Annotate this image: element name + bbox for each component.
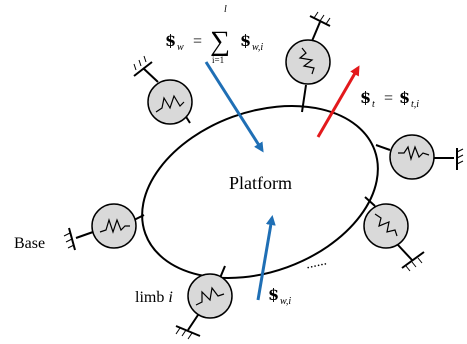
joint-icon — [363, 203, 409, 249]
svg-text:$: $ — [240, 31, 251, 50]
platform-ellipse — [141, 105, 379, 279]
twist-equation: $ t = $ t,i — [360, 88, 419, 110]
svg-text:l: l — [224, 4, 227, 15]
svg-text:i=1: i=1 — [212, 55, 224, 65]
joint-icon — [389, 134, 435, 180]
ground-icon — [456, 148, 464, 170]
wrench-total-arrow — [204, 61, 264, 153]
limb-upper-left — [133, 55, 193, 125]
svg-text:$: $ — [360, 88, 371, 107]
svg-text:$: $ — [165, 31, 176, 50]
platform-label: Platform — [229, 173, 292, 193]
limb-right — [375, 134, 464, 180]
svg-text:∑: ∑ — [210, 26, 230, 57]
ground-icon — [63, 227, 76, 251]
limb-bottom — [175, 265, 233, 340]
limb-wrench-label: $ w,i — [268, 285, 291, 307]
ground-icon — [401, 251, 425, 272]
svg-text:t: t — [372, 99, 375, 110]
ground-icon — [175, 325, 201, 340]
ground-icon — [133, 55, 153, 77]
limb-top-right — [285, 11, 331, 113]
joint-icon — [187, 273, 233, 319]
ground-icon — [309, 11, 331, 27]
svg-text:w,i: w,i — [252, 42, 263, 53]
limb-left — [63, 203, 145, 251]
base-label: Base — [14, 235, 45, 252]
wrench-total-equation: $ w = l ∑ i=1 $ w,i — [165, 4, 263, 65]
limb-label: limb i — [135, 289, 173, 306]
svg-text:$: $ — [268, 285, 279, 304]
svg-text:w: w — [177, 42, 184, 53]
svg-text:=: = — [384, 90, 393, 107]
twist-arrow — [316, 65, 360, 138]
svg-text:t,i: t,i — [411, 99, 419, 110]
joint-icon — [285, 39, 331, 85]
joint-icon — [91, 203, 137, 249]
svg-text:w,i: w,i — [280, 296, 291, 307]
limb-wrench-arrow — [256, 215, 276, 301]
svg-text:=: = — [193, 33, 202, 50]
svg-text:$: $ — [399, 88, 410, 107]
ellipsis-label: ...... — [304, 253, 328, 272]
joint-icon — [147, 79, 193, 125]
limb-lower-right — [363, 196, 425, 272]
